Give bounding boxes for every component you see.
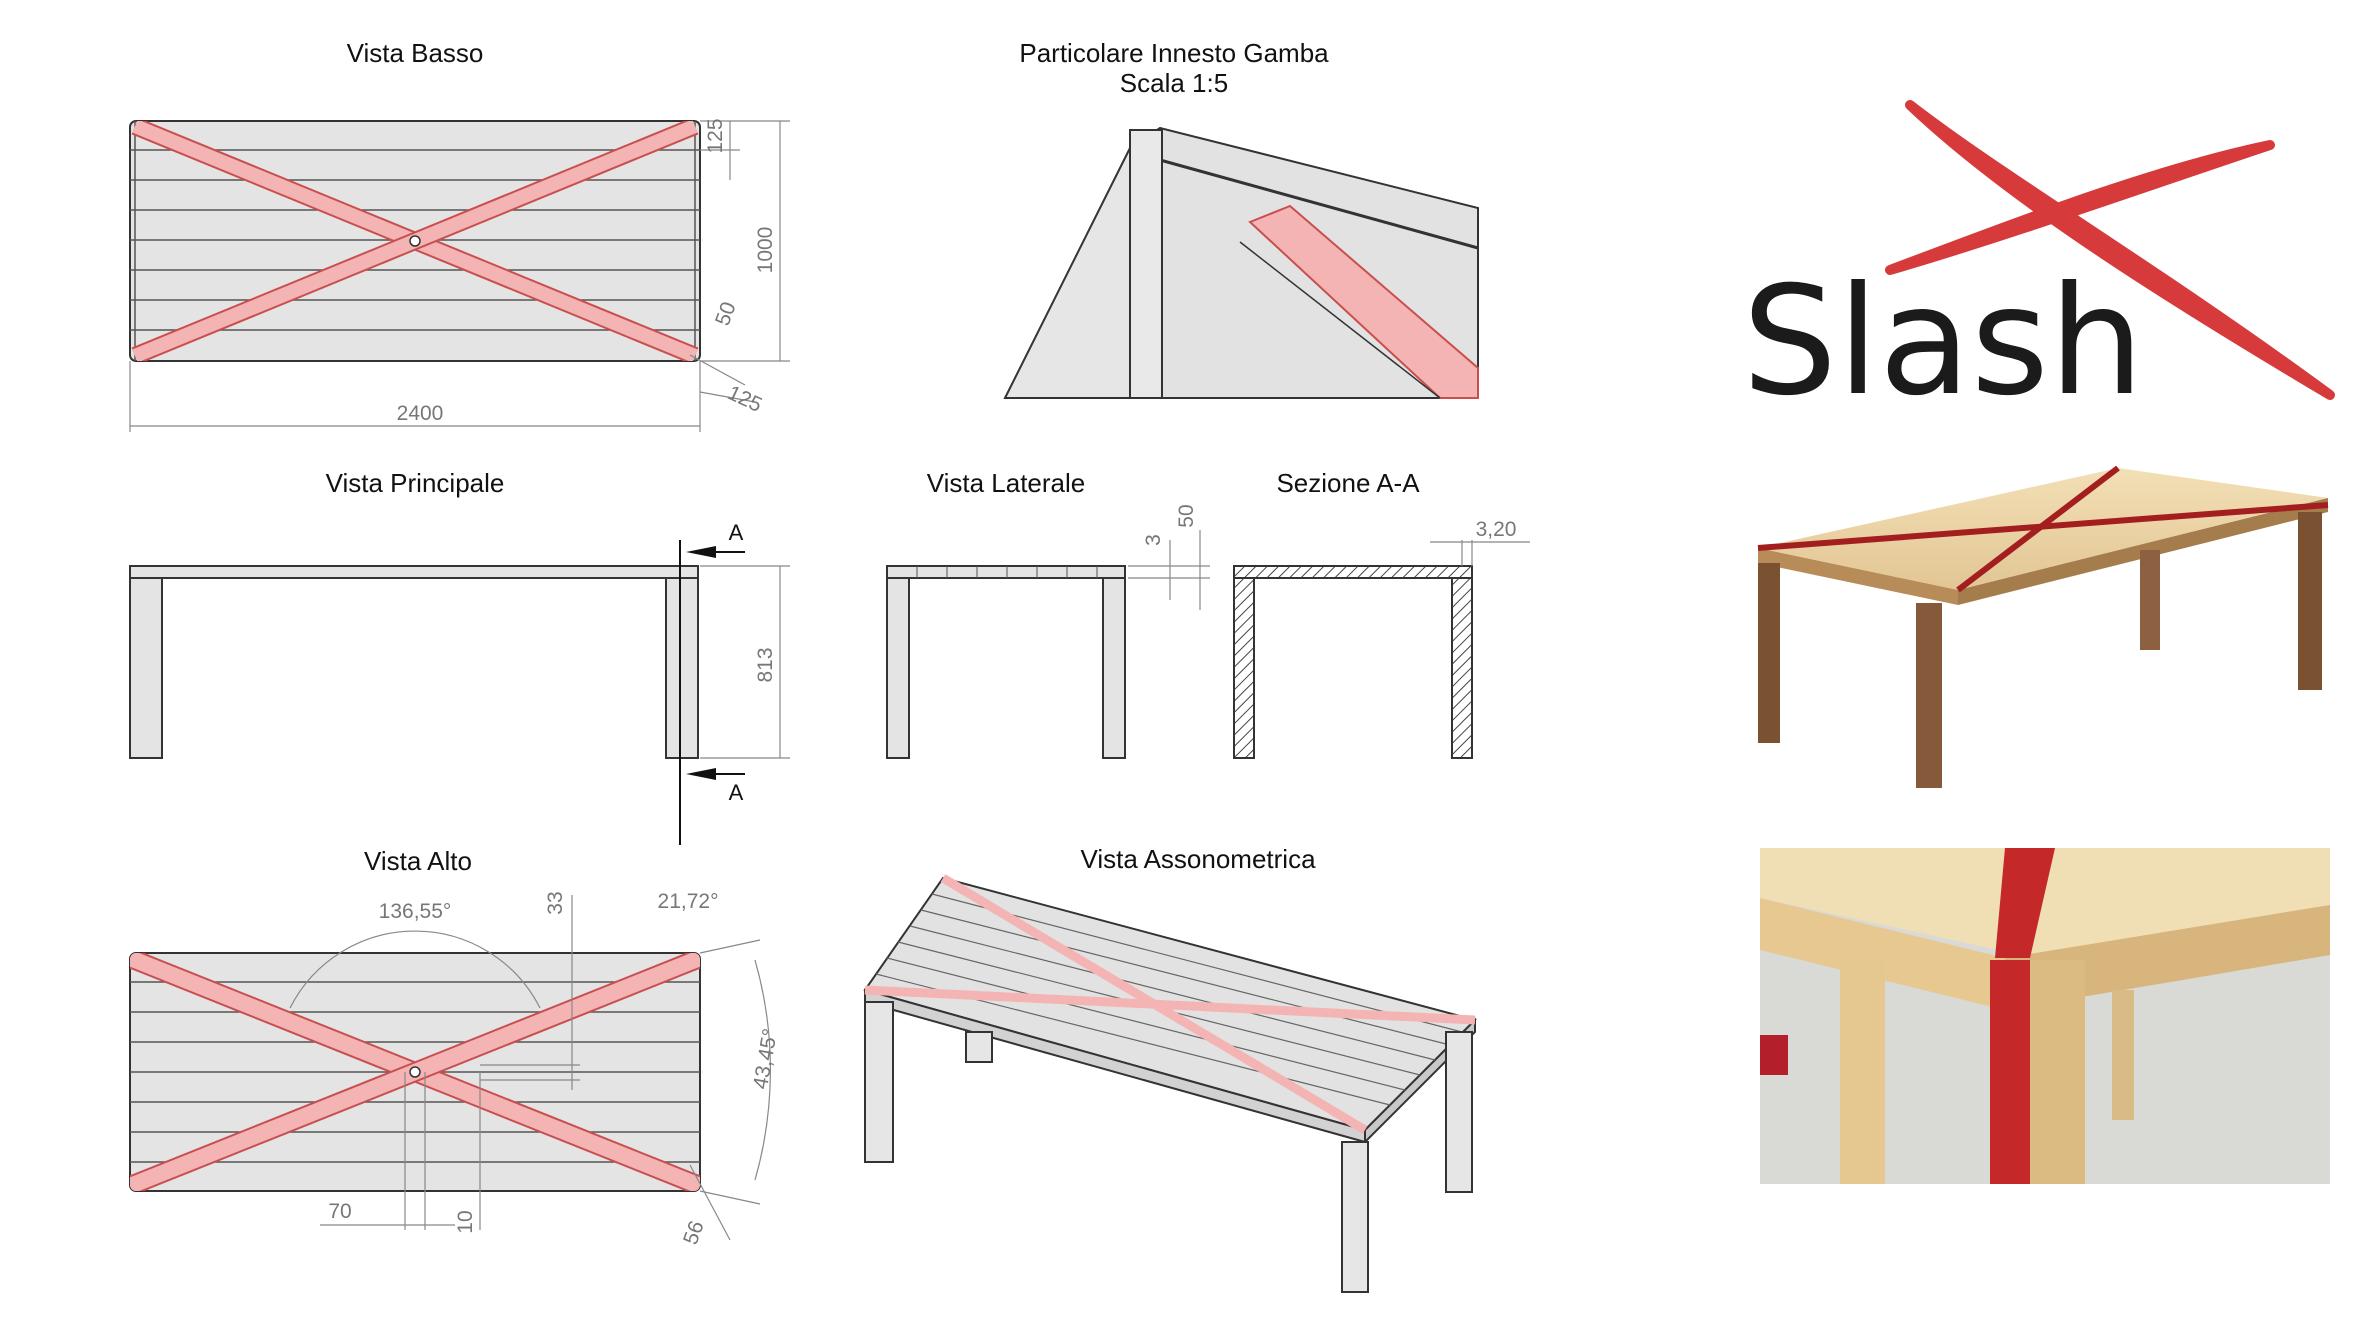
view-top-title: Vista Alto <box>364 846 472 876</box>
dim-bottom-edge-diag: 125 <box>724 381 765 417</box>
dim-top-angle-big: 136,55° <box>379 900 452 923</box>
view-bottom: Vista Basso 2400 1000 125 50 125 <box>129 38 790 432</box>
view-bottom-title: Vista Basso <box>347 38 484 68</box>
view-side-title: Vista Laterale <box>927 468 1086 498</box>
main-leg-right <box>665 577 699 759</box>
view-detail-title: Particolare Innesto Gamba <box>1019 38 1329 68</box>
dim-section-thickness: 3,20 <box>1476 518 1517 541</box>
dim-main-height: 813 <box>754 647 777 682</box>
section-mark-top: A <box>729 520 744 545</box>
dim-top-angle-small: 21,72° <box>658 890 719 913</box>
axo-leg-back-left <box>965 1031 993 1063</box>
top-dimension-lines <box>289 895 772 1241</box>
dim-bottom-edge-top: 125 <box>704 118 727 153</box>
dim-bottom-width: 2400 <box>397 402 444 425</box>
dim-bottom-height: 1000 <box>754 227 777 274</box>
dim-top-angle-right: 43,45° <box>749 1027 782 1091</box>
detail-stripe <box>1248 204 1479 399</box>
top-slats <box>130 981 700 1163</box>
axo-leg-back-right <box>1445 1031 1473 1193</box>
render-leg-4 <box>2140 550 2160 650</box>
view-main-title: Vista Principale <box>326 468 505 498</box>
logo-word: Slash <box>1742 255 2144 429</box>
render-corner-stripe <box>1995 848 2055 958</box>
dim-side-top: 50 <box>1175 504 1198 527</box>
render-corner-front <box>1760 898 2005 1010</box>
view-axonometric: Vista Assonometrica <box>863 844 1477 1293</box>
section-mark-bottom: A <box>729 780 744 805</box>
axo-leg-front-right <box>1341 1141 1369 1293</box>
render-corner-side <box>2005 905 2330 1010</box>
slash-logo: Slash <box>1742 100 2335 429</box>
section-top <box>1233 565 1473 579</box>
dim-side-small: 3 <box>1142 534 1165 546</box>
dim-top-offset-33: 33 <box>544 891 567 914</box>
render-corner-leg-left <box>1840 960 1885 1184</box>
view-top: Vista Alto 136,55° 21,72° 43, <box>129 846 782 1248</box>
render-corner-leg-back <box>2112 990 2134 1120</box>
view-section-title: Sezione A-A <box>1276 468 1420 498</box>
dim-top-offset-70: 70 <box>328 1200 351 1223</box>
logo-slash-stroke-1 <box>1905 100 2335 400</box>
detail-leg <box>1129 129 1163 399</box>
side-leg-left <box>886 577 910 759</box>
render-corner-photo <box>1760 848 2330 1184</box>
axo-stripe-2 <box>864 985 1476 1025</box>
dim-top-offset-56: 56 <box>679 1218 709 1248</box>
render-leg-1 <box>1758 563 1780 743</box>
view-leg-detail: Particolare Innesto Gamba Scala 1:5 <box>1003 38 1479 399</box>
detail-side-face <box>1003 147 1131 399</box>
section-leg-right <box>1451 577 1473 759</box>
render-corner-chair <box>1760 1035 1788 1075</box>
side-leg-right <box>1102 577 1126 759</box>
render-corner-leg-main <box>2030 960 2085 1184</box>
view-main: Vista Principale A A 813 <box>129 468 790 845</box>
dim-bottom-slat: 50 <box>711 299 741 329</box>
section-leg-left <box>1233 577 1255 759</box>
render-leg-2 <box>1916 603 1942 788</box>
bottom-slats <box>130 121 700 361</box>
view-axo-title: Vista Assonometrica <box>1080 844 1316 874</box>
dim-top-offset-10: 10 <box>454 1210 477 1233</box>
main-top <box>129 565 699 579</box>
render-stripe-2 <box>1956 465 2120 593</box>
view-side: Vista Laterale 3 50 <box>886 468 1210 759</box>
side-top <box>886 565 1126 579</box>
render-leg-3 <box>2298 512 2322 690</box>
detail-edge-line <box>1159 158 1479 250</box>
view-section: Sezione A-A 3,20 <box>1233 468 1530 759</box>
bottom-dimension-lines <box>129 120 790 432</box>
axo-leg-front-left <box>864 1001 894 1163</box>
main-leg-left <box>129 577 163 759</box>
view-detail-scale: Scala 1:5 <box>1120 68 1228 98</box>
logo-slash-stroke-2 <box>1885 140 2275 275</box>
bottom-center-point <box>409 235 421 247</box>
render-table-photo <box>1757 465 2329 788</box>
top-center-point <box>409 1066 421 1078</box>
